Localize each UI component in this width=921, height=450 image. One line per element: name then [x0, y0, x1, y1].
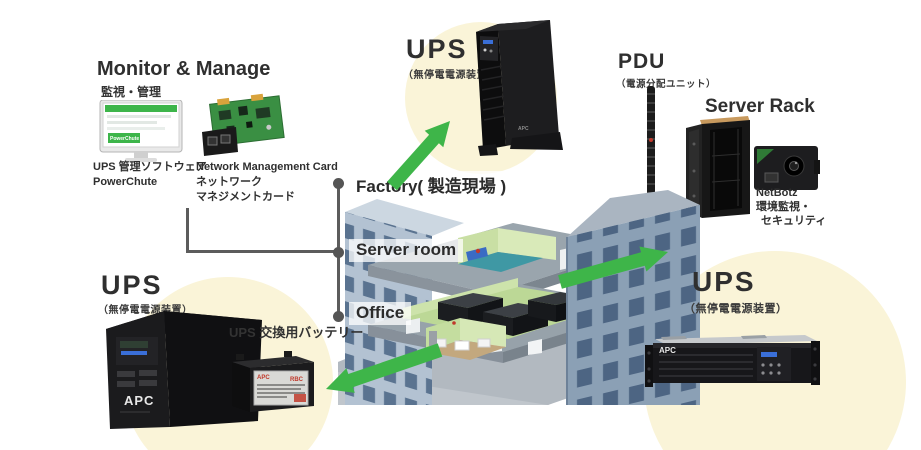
connector-dot-office — [333, 311, 344, 322]
ups-rackmount-image: APC — [645, 335, 820, 387]
pdu-title: PDU — [618, 50, 666, 73]
replacement-battery-image: APC RBC — [232, 351, 314, 412]
ups-top-title: UPS — [406, 34, 468, 64]
powerchute-badge — [108, 133, 140, 143]
powerchute-screen-header — [105, 105, 177, 112]
nmc-label: Network Management Card ネットワーク マネジメントカード — [196, 161, 338, 203]
powerchute-badge-label: PowerChute — [110, 136, 139, 142]
ups-office-subtitle: （無停電電源装置） — [98, 305, 193, 316]
battery-brand-text: APC — [257, 375, 270, 381]
pdu-subtitle: （電源分配ユニット） — [616, 79, 717, 90]
ups-top-apc-logo: APC — [518, 126, 529, 132]
network-management-card-image — [202, 93, 285, 156]
ups-server-title: UPS — [692, 266, 756, 297]
floor-label-server-room: Server room — [349, 239, 464, 262]
ups-server-apc-logo: APC — [659, 346, 676, 355]
monitor-manage-title: Monitor & Manage — [97, 58, 271, 80]
powerchute-label: UPS 管理ソフトウェア PowerChute — [93, 161, 207, 188]
nmc-faceplate — [202, 127, 238, 156]
left-tower-roof — [345, 199, 464, 236]
connector-dot-server-room — [333, 247, 344, 258]
ups-top-subtitle: （無停電電源装置） — [403, 70, 498, 81]
netbotz-image — [754, 146, 820, 190]
ups-office-apc-logo: APC — [124, 393, 154, 408]
battery-label: UPS 交換用バッテリー — [229, 325, 364, 340]
netbotz-green-corner — [757, 149, 774, 164]
server-rack-image — [686, 116, 750, 218]
netbotz-label: NetBotz 環境監視・ セキュリティ — [756, 187, 827, 227]
connector-line-horizontal — [186, 250, 339, 253]
rack-pdu-image — [647, 86, 655, 198]
battery-code-text: RBC — [290, 377, 304, 383]
monitor-manage-subtitle: 監視・管理 — [101, 85, 162, 99]
pdu-led-indicator — [649, 138, 653, 142]
floor-label-factory: Factory( 製造現場 ) — [349, 171, 514, 199]
floor-label-office: Office — [349, 302, 412, 325]
connector-line-nmc-vertical — [186, 208, 189, 252]
ups-tower-srt-image: APC — [476, 20, 563, 156]
powerchute-monitor-image: PowerChute — [99, 100, 183, 162]
server-rack-title: Server Rack — [705, 96, 815, 117]
right-tower-roof — [567, 190, 700, 237]
ups-office-title: UPS — [101, 270, 163, 300]
ups-server-subtitle: （無停電電源装置） — [684, 303, 788, 315]
monitor-stand — [134, 152, 148, 158]
connector-dot-factory — [333, 178, 344, 189]
